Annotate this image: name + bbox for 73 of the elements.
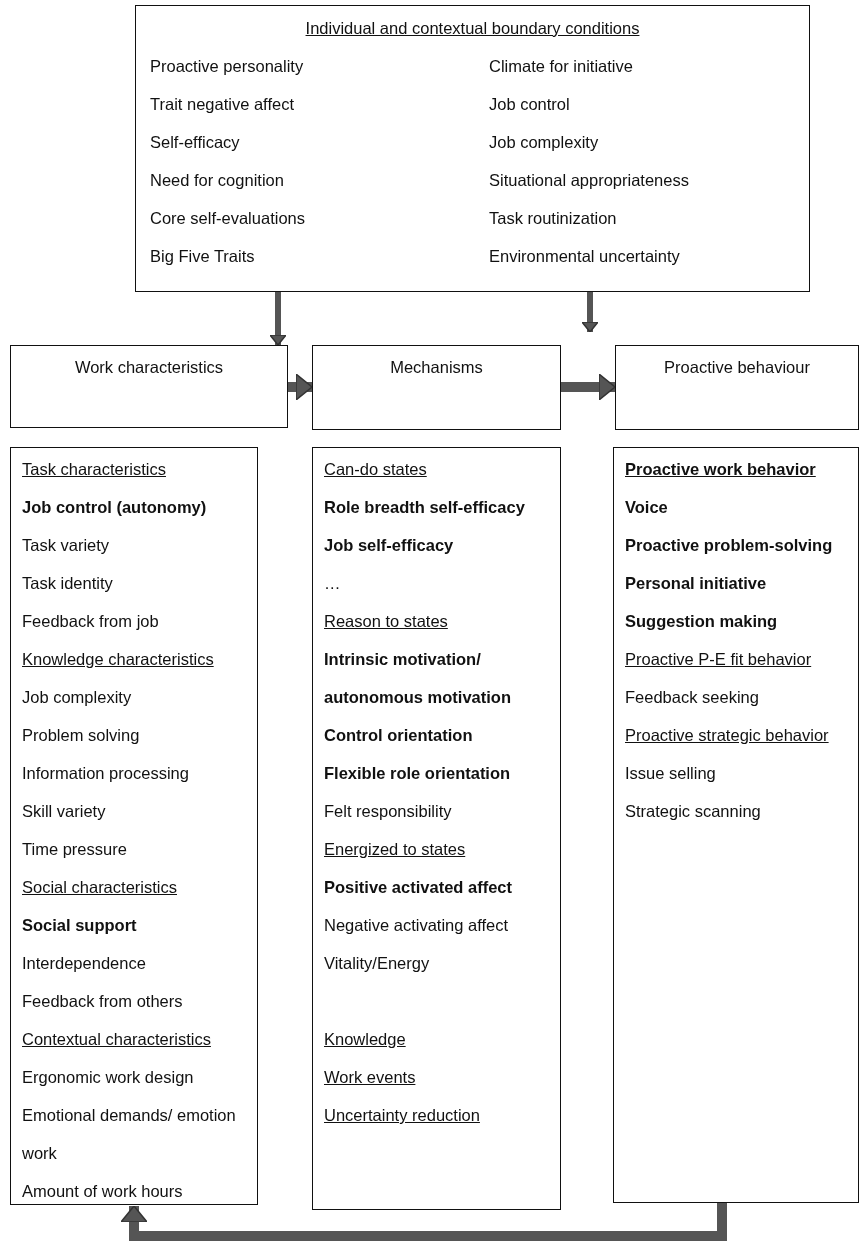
list-item: Situational appropriateness (489, 170, 689, 191)
category-heading: Task characteristics (21, 459, 167, 480)
list-item: Strategic scanning (624, 801, 762, 822)
list-item: Vitality/Energy (323, 953, 431, 974)
list-item: Climate for initiative (489, 56, 633, 77)
list-item: Role breadth self-efficacy (323, 497, 526, 518)
header-box (312, 345, 561, 430)
list-item: Flexible role orientation (323, 763, 512, 784)
category-heading: Uncertainty reduction (323, 1105, 481, 1126)
category-heading: Proactive work behavior (624, 459, 817, 480)
list-item: Suggestion making (624, 611, 779, 632)
box-title: Proactive behaviour (663, 357, 811, 378)
list-item: Self-efficacy (150, 132, 240, 153)
list-item: Environmental uncertainty (489, 246, 680, 267)
block-arrow (288, 373, 313, 401)
list-box (10, 447, 258, 1205)
list-item: Information processing (21, 763, 190, 784)
list-item: Positive activated affect (323, 877, 513, 898)
list-item: Interdependence (21, 953, 147, 974)
block-arrow (269, 292, 287, 346)
category-heading: Proactive strategic behavior (624, 725, 830, 746)
conditions-box (135, 5, 810, 292)
list-item: Job self-efficacy (323, 535, 455, 556)
list-item: Amount of work hours (21, 1181, 184, 1202)
list-item: Time pressure (21, 839, 128, 860)
list-item: Job complexity (489, 132, 599, 153)
block-arrow (581, 292, 599, 333)
list-item: Negative activating affect (323, 915, 510, 936)
list-item: Task variety (21, 535, 111, 556)
list-item: Proactive personality (150, 56, 304, 77)
box-heading: Individual and contextual boundary conditions (304, 18, 641, 39)
box-title: Mechanisms (389, 357, 484, 378)
category-heading: Energized to states (323, 839, 467, 860)
list-item: Skill variety (21, 801, 107, 822)
list-item: Task routinization (489, 208, 617, 229)
category-heading: Knowledge (323, 1029, 407, 1050)
list-item: Intrinsic motivation/ autonomous motivation (323, 649, 512, 708)
category-heading: Contextual characteristics (21, 1029, 212, 1050)
list-item: Social support (21, 915, 138, 936)
header-box (10, 345, 288, 428)
list-item: Issue selling (624, 763, 717, 784)
header-box (615, 345, 859, 430)
block-arrow (561, 373, 616, 401)
block-arrow (120, 1203, 727, 1241)
list-item: Job control (autonomy) (21, 497, 208, 518)
list-item: Trait negative affect (150, 94, 294, 115)
list-item: Task identity (21, 573, 114, 594)
list-box (312, 447, 561, 1210)
box-title: Work characteristics (73, 357, 225, 378)
list-item: Ergonomic work design (21, 1067, 195, 1088)
list-item: Need for cognition (150, 170, 284, 191)
category-heading: Reason to states (323, 611, 449, 632)
category-heading: Work events (323, 1067, 417, 1088)
list-box (613, 447, 859, 1203)
list-item: Core self-evaluations (150, 208, 305, 229)
list-item: … (323, 573, 342, 594)
list-item: Felt responsibility (323, 801, 453, 822)
list-item: Proactive problem-solving (624, 535, 834, 556)
list-item: Feedback seeking (624, 687, 760, 708)
category-heading: Proactive P-E fit behavior (624, 649, 813, 670)
list-item: Feedback from job (21, 611, 160, 632)
category-heading: Can-do states (323, 459, 428, 480)
list-item: Big Five Traits (150, 246, 255, 267)
list-item: Job control (489, 94, 570, 115)
category-heading: Social characteristics (21, 877, 178, 898)
list-item: Personal initiative (624, 573, 768, 594)
list-item: Control orientation (323, 725, 474, 746)
list-item: Emotional demands/ emotion work (21, 1105, 237, 1164)
category-heading: Knowledge characteristics (21, 649, 215, 670)
list-item: Voice (624, 497, 669, 518)
list-item: Feedback from others (21, 991, 184, 1012)
list-item: Problem solving (21, 725, 141, 746)
list-item: Job complexity (21, 687, 133, 708)
